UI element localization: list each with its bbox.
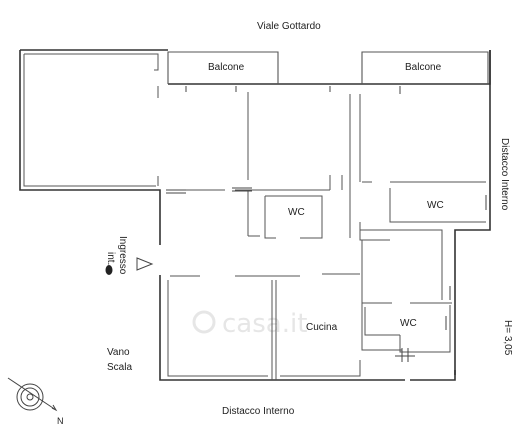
entrance-label-line1: Ingresso [117,236,128,275]
wc-right-lower-label: WC [400,318,417,329]
balcony-left: Balcone [167,51,279,84]
balcony-right-label: Balcone [405,62,442,73]
wc-right-upper-label: WC [427,200,444,211]
interior-walls [167,92,486,380]
wc-center-label: WC [288,207,305,218]
boundary-east-label: Distacco Interno [499,138,510,211]
boundary-south-label: Distacco Interno [222,406,295,417]
kitchen-label: Cucina [306,322,338,333]
height-note-label: H= 3,05 [502,320,513,356]
entrance-arrow-icon [136,257,154,271]
balcony-right: Balcone [361,51,489,84]
watermark-text: casa.it [222,309,307,339]
balcony-left-label: Balcone [208,62,245,73]
watermark-logo: casa.it [192,309,307,339]
compass-icon: N [7,377,64,426]
entrance-marker: Ingresso int. [105,236,154,275]
outer-walls [19,49,491,381]
stairwell-label-line2: Scala [107,362,132,373]
compass-letter: N [57,416,64,426]
entrance-label-line2: int. [105,252,116,265]
stairwell-label-line1: Vano [107,347,130,358]
door-marks [166,86,487,362]
left-room [23,53,159,187]
street-north-label: Viale Gottardo [257,21,321,32]
